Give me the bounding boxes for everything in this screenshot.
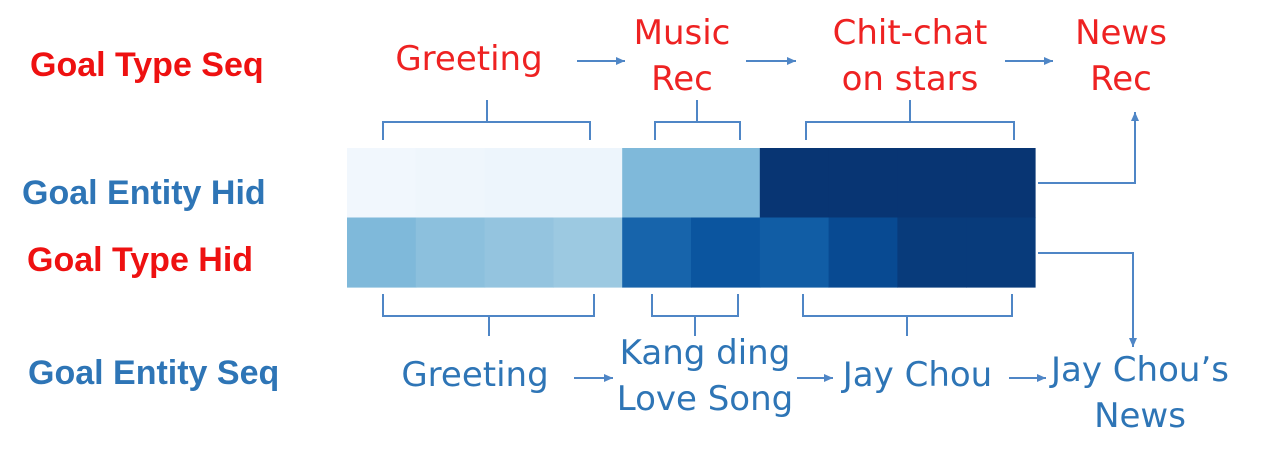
heatmap-cell-r0-c4: [622, 148, 692, 219]
heatmap-cell-r1-c8: [897, 217, 967, 288]
row-label-goal-entity-hid: Goal Entity Hid: [22, 174, 266, 212]
heatmap-cell-r0-c9: [966, 148, 1036, 219]
heatmap: [347, 148, 1036, 288]
heatmap-cell-r0-c7: [828, 148, 898, 219]
row-label-goal-type-seq: Goal Type Seq: [30, 46, 264, 84]
brace-bottom-greeting: [382, 294, 595, 336]
row-label-goal-entity-seq: Goal Entity Seq: [28, 354, 280, 392]
goal-entity-jay-chou-news: Jay Chou’s News: [1042, 347, 1238, 439]
heatmap-cell-r1-c0: [347, 217, 417, 288]
goal-entity-jay-chou-news-line-1: Jay Chou’s: [1051, 350, 1229, 390]
goal-type-music-rec-line-1: Music: [633, 13, 731, 53]
heatmap-cell-r1-c7: [828, 217, 898, 288]
heatmap-cell-r0-c8: [897, 148, 967, 219]
brace-bottom-jaychou: [802, 294, 1013, 336]
goal-type-greeting: Greeting: [389, 36, 549, 82]
heatmap-cell-r0-c6: [759, 148, 830, 219]
goal-type-chit-chat-line-1: Chit-chat: [832, 13, 988, 53]
goal-entity-jay-chou: Jay Chou: [830, 352, 1005, 398]
heatmap-cell-r0-c3: [553, 148, 623, 219]
goal-entity-kang-ding: Kang ding Love Song: [610, 330, 800, 422]
goal-type-greeting-line-1: Greeting: [395, 39, 543, 79]
goal-entity-greeting: Greeting: [395, 352, 555, 398]
arrow-type-hid-to-jaychou-news: [1038, 252, 1137, 347]
heatmap-cell-r0-c1: [415, 148, 486, 219]
goal-entity-kang-ding-line-1: Kang ding: [619, 333, 791, 373]
heatmap-cell-r1-c4: [622, 217, 692, 288]
goal-type-music-rec-line-2: Rec: [651, 59, 713, 99]
goal-type-chit-chat-line-2: on stars: [841, 59, 979, 99]
goal-type-news-rec-line-2: Rec: [1090, 59, 1152, 99]
arrow-entity-hid-to-news-rec: [1038, 112, 1139, 184]
goal-type-chit-chat: Chit-chat on stars: [815, 10, 1005, 102]
brace-top-greeting: [382, 100, 591, 140]
goal-entity-greeting-line-1: Greeting: [401, 355, 549, 395]
heatmap-cell-r0-c0: [347, 148, 417, 219]
goal-type-music-rec: Music Rec: [620, 10, 744, 102]
brace-top-chitchat: [805, 100, 1015, 140]
heatmap-cell-r1-c6: [759, 217, 830, 288]
row-label-goal-type-hid: Goal Type Hid: [27, 241, 254, 279]
heatmap-cell-r0-c2: [484, 148, 554, 219]
heatmap-cell-r1-c2: [484, 217, 554, 288]
brace-top-music: [654, 100, 741, 140]
goal-type-news-rec: News Rec: [1056, 10, 1186, 102]
goal-entity-kang-ding-line-2: Love Song: [616, 379, 794, 419]
goal-type-news-rec-line-1: News: [1075, 13, 1167, 53]
heatmap-cell-r1-c1: [415, 217, 486, 288]
goal-entity-jay-chou-line-1: Jay Chou: [842, 355, 993, 395]
goal-entity-jay-chou-news-line-2: News: [1094, 396, 1186, 436]
brace-bottom-kangding: [651, 294, 739, 336]
heatmap-cell-r1-c3: [553, 217, 623, 288]
heatmap-cell-r1-c9: [966, 217, 1036, 288]
connectors: [382, 57, 1139, 382]
heatmap-cell-r0-c5: [691, 148, 761, 219]
heatmap-cell-r1-c5: [691, 217, 761, 288]
